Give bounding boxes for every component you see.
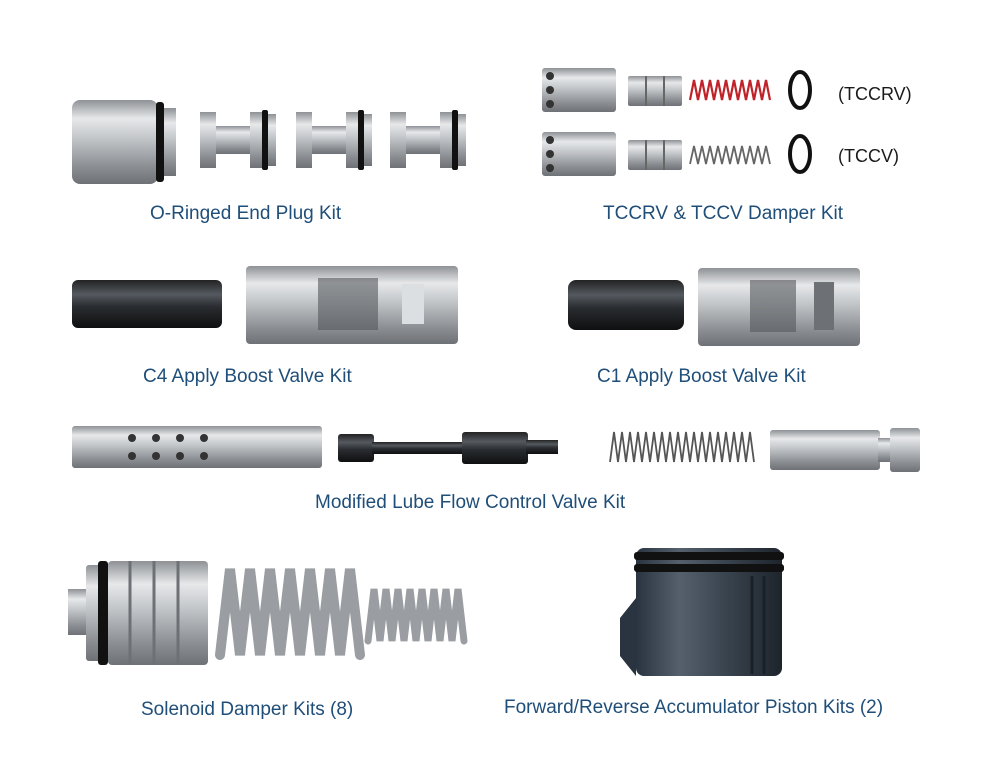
accumulator-piston-image (620, 548, 784, 676)
c4-valve-image (72, 266, 458, 344)
caption-end-plug-kit: O-Ringed End Plug Kit (150, 203, 342, 224)
end-plug-image (72, 100, 466, 184)
caption-accumulator-piston-kits: Forward/Reverse Accumulator Piston Kits … (504, 697, 884, 718)
label-tccv: (TCCV) (838, 146, 899, 166)
solenoid-damper-image (68, 561, 468, 665)
damper-kit-image (542, 68, 812, 176)
caption-c4-valve-kit: C4 Apply Boost Valve Kit (143, 366, 352, 387)
label-tccrv: (TCCRV) (838, 84, 912, 104)
caption-damper-kit: TCCRV & TCCV Damper Kit (603, 203, 844, 224)
caption-lube-valve-kit: Modified Lube Flow Control Valve Kit (315, 492, 626, 513)
caption-solenoid-damper-kits: Solenoid Damper Kits (8) (141, 699, 354, 720)
lube-valve-image (72, 426, 920, 472)
c1-valve-image (568, 268, 860, 346)
caption-c1-valve-kit: C1 Apply Boost Valve Kit (597, 366, 806, 387)
